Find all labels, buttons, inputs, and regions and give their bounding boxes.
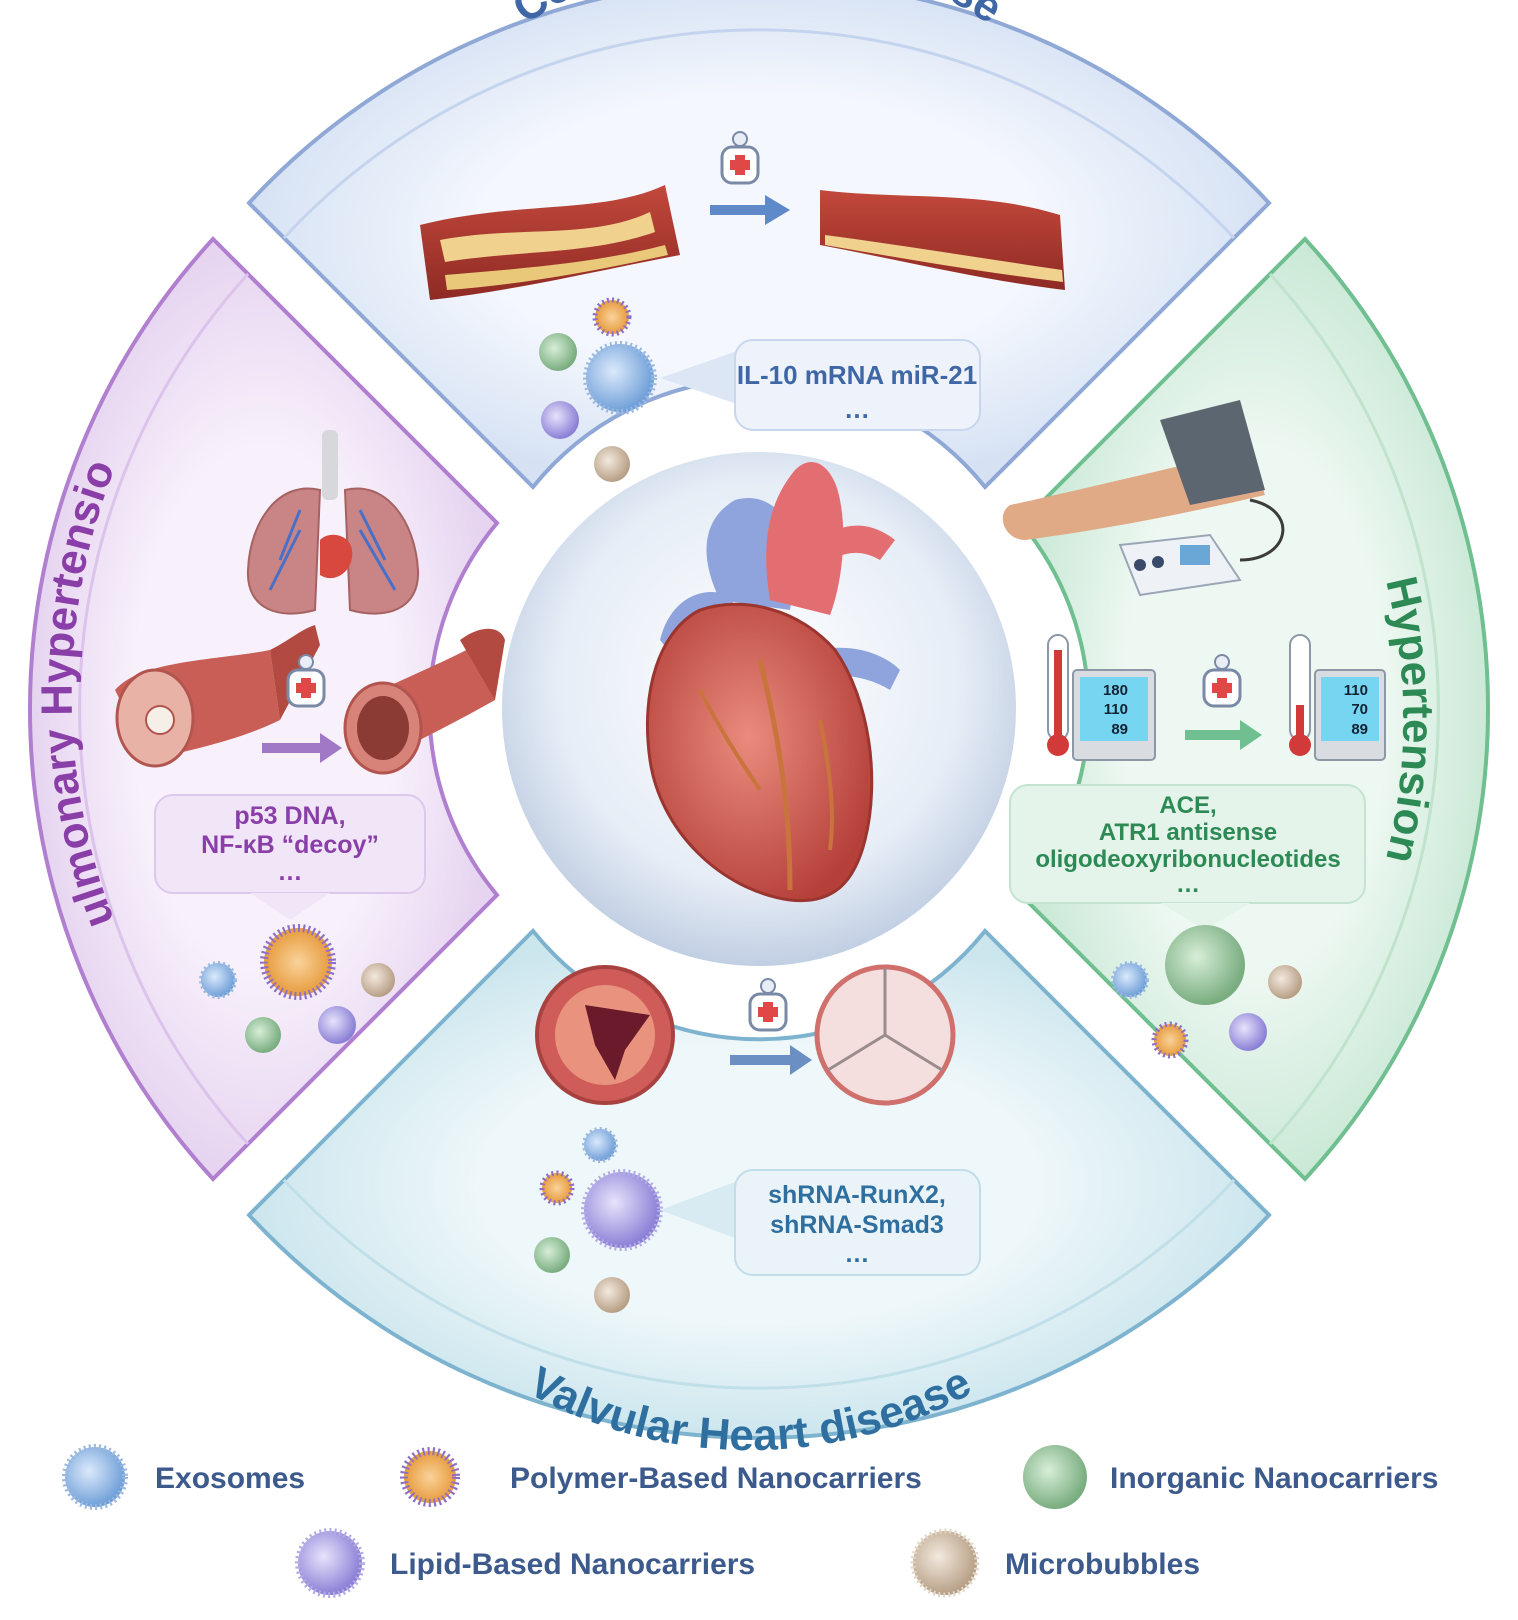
pulmonary-nanocarriers <box>199 924 395 1053</box>
coronary-gene-line-2: … <box>844 394 870 424</box>
legend-label-lipid: Lipid-Based Nanocarriers <box>390 1548 755 1581</box>
valvular-gene-box: shRNA-RunX2, shRNA-Smad3 … <box>660 1169 981 1276</box>
arrow-right-icon <box>730 1045 812 1075</box>
hypertension-gene-line-3: oligodeoxyribonucleotides <box>1035 846 1340 873</box>
valvular-nanocarriers <box>534 1127 663 1313</box>
before-sys-value: 180 <box>1103 682 1128 699</box>
pulmonary-gene-box: p53 DNA, NF-κB “decoy” … <box>154 794 426 920</box>
exosome-icon <box>62 1444 128 1510</box>
pulmonary-gene-line-3: … <box>278 858 303 886</box>
healthy-pulmonary-artery <box>343 628 505 775</box>
inorganic-nanocarrier-icon <box>1023 1445 1087 1509</box>
bp-monitor-device <box>1118 498 1285 597</box>
before-pulse-value: 89 <box>1111 721 1128 738</box>
hypertension-nanocarriers <box>1111 925 1302 1059</box>
bp-readout-after: 110 70 89 <box>1289 634 1386 761</box>
robot-icon <box>286 654 326 708</box>
legend-item-polymer: Polymer-Based Nanocarriers <box>400 1447 922 1507</box>
after-dia-value: 70 <box>1351 701 1368 718</box>
heart-illustration <box>646 461 900 903</box>
after-sys-value: 110 <box>1344 682 1368 699</box>
arm-cuff-illustration <box>1002 400 1265 540</box>
arrow-right-icon <box>1185 720 1262 750</box>
diseased-valve-illustration <box>535 965 675 1105</box>
polymer-nanocarrier-icon <box>400 1447 460 1507</box>
lipid-nanocarrier-icon <box>295 1528 365 1598</box>
valvular-gene-line-3: … <box>845 1240 870 1268</box>
coronary-nanocarriers <box>539 297 657 482</box>
pulmonary-gene-line-1: p53 DNA, <box>234 802 345 830</box>
coronary-gene-box: IL-10 mRNA miR-21 … <box>660 339 981 431</box>
healthy-artery-illustration <box>820 190 1065 290</box>
after-pulse-value: 89 <box>1351 721 1368 738</box>
robot-icon <box>720 131 760 185</box>
arrow-right-icon <box>710 195 790 225</box>
legend-item-inorganic: Inorganic Nanocarriers <box>1023 1445 1438 1509</box>
legend-item-lipid: Lipid-Based Nanocarriers <box>295 1528 755 1598</box>
before-dia-value: 110 <box>1104 701 1128 718</box>
robot-icon <box>1202 654 1242 708</box>
legend-label-microbubbles: Microbubbles <box>1005 1548 1200 1581</box>
coronary-gene-line-1: IL-10 mRNA miR-21 <box>737 360 977 390</box>
bp-readout-before: 180 110 89 <box>1047 634 1156 761</box>
hypertension-gene-line-4: … <box>1176 871 1200 898</box>
legend: Exosomes Polymer-Based Nanocarriers Inor… <box>62 1444 1438 1598</box>
microbubble-icon <box>910 1528 980 1598</box>
arrow-right-icon <box>262 733 342 763</box>
robot-icon <box>748 978 788 1032</box>
hypertension-gene-line-2: ATR1 antisense <box>1099 819 1277 846</box>
valvular-gene-line-2: shRNA-Smad3 <box>770 1211 944 1239</box>
legend-item-exosomes: Exosomes <box>62 1444 305 1510</box>
legend-label-polymer: Polymer-Based Nanocarriers <box>510 1462 922 1495</box>
blocked-artery-illustration <box>420 185 680 300</box>
legend-label-inorganic: Inorganic Nanocarriers <box>1110 1462 1438 1495</box>
valvular-gene-line-1: shRNA-RunX2, <box>768 1181 946 1209</box>
lungs-illustration <box>246 430 420 615</box>
legend-label-exosomes: Exosomes <box>155 1462 305 1495</box>
hypertension-gene-line-1: ACE, <box>1159 792 1216 819</box>
legend-item-microbubbles: Microbubbles <box>910 1528 1200 1598</box>
pulmonary-gene-line-2: NF-κB “decoy” <box>201 831 379 859</box>
hypertension-gene-box: ACE, ATR1 antisense oligodeoxyribonucleo… <box>1009 784 1366 930</box>
healthy-valve-illustration <box>814 964 956 1106</box>
